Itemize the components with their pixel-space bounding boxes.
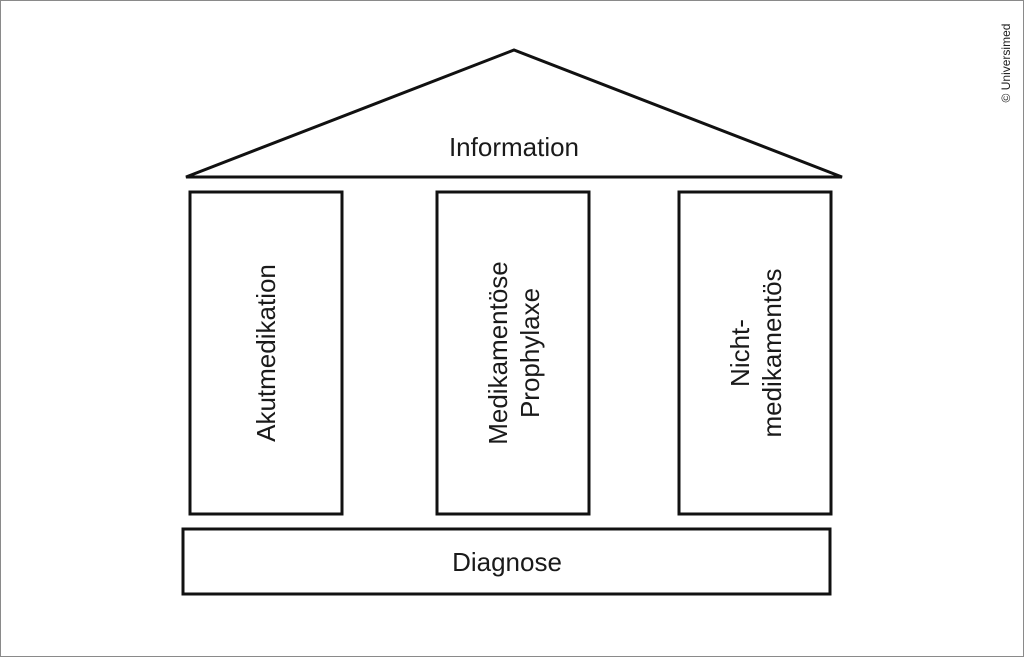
base-block <box>181 527 832 596</box>
base-label: Diagnose <box>452 547 562 577</box>
copyright-notice: © Universimed <box>999 23 1013 103</box>
pillar-label-line-2: medikamentös <box>757 268 787 437</box>
roof-triangle <box>185 48 843 179</box>
roof-label: Information <box>449 132 579 162</box>
pillar-label-line-2: Prophylaxe <box>515 288 545 418</box>
pillar-non-drug <box>677 190 833 516</box>
pillar-acute-medication <box>188 190 344 516</box>
pillar-label-line-1: Nicht- <box>725 319 755 387</box>
pillar-prophylaxis <box>435 190 591 516</box>
pillar-label: Akutmedikation <box>251 264 281 442</box>
pillar-label-line-1: Medikamentöse <box>483 261 513 445</box>
